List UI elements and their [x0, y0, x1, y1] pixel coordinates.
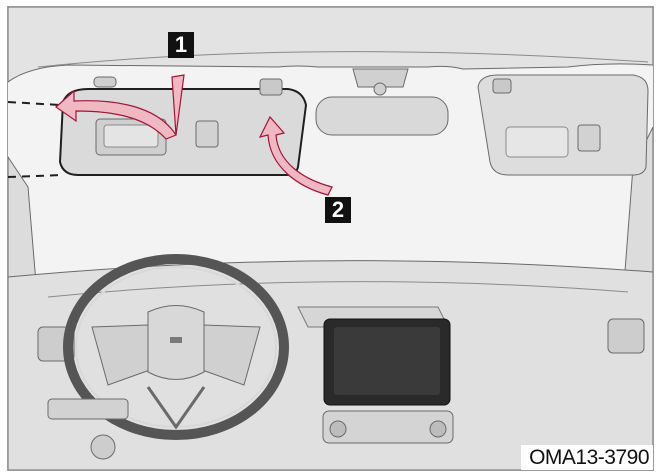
- sun-visor-illustration: 1 2 OMA13-3790: [7, 6, 654, 471]
- side-window-guide-lines: [8, 101, 64, 178]
- figure-code: OMA13-3790: [521, 445, 653, 470]
- arrow-2-unhook: [258, 115, 333, 196]
- right-sun-visor: [477, 74, 649, 176]
- callout-1: 1: [168, 32, 194, 58]
- arrow-1-swing-to-side: [55, 89, 177, 140]
- callout-2: 2: [325, 197, 351, 223]
- center-display: [323, 318, 451, 406]
- steering-wheel: [63, 254, 289, 440]
- cabin-drawing: [8, 7, 653, 470]
- rear-view-mirror: [315, 68, 449, 136]
